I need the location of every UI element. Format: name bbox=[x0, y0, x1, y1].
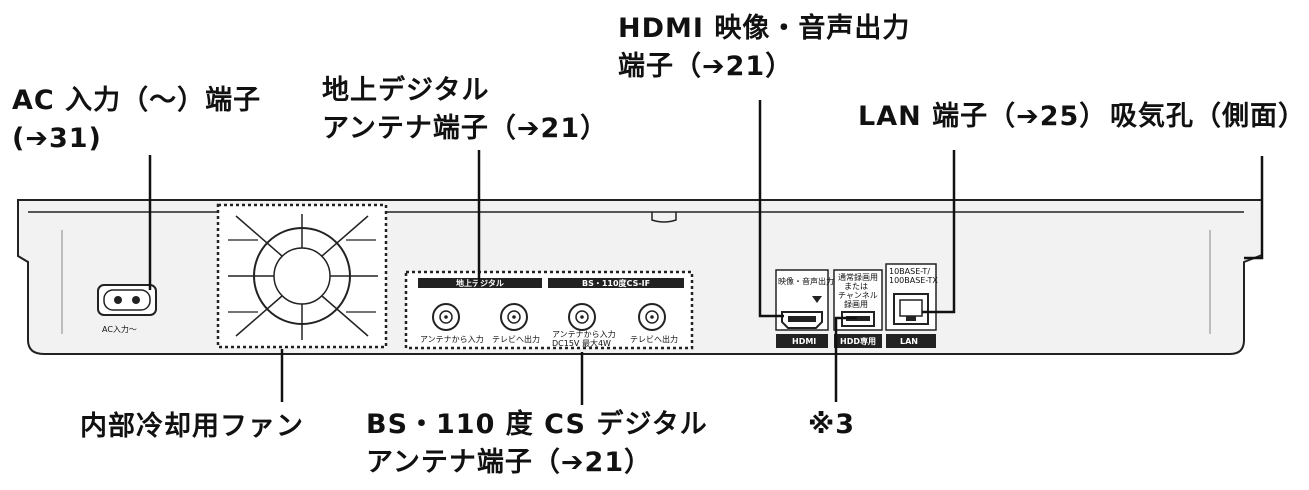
callout-note-3: ※3 bbox=[808, 409, 856, 440]
usb-top-label-3: チャンネル bbox=[838, 291, 878, 300]
top-notch bbox=[651, 212, 677, 223]
ac-inlet: AC入力〜 bbox=[97, 284, 157, 334]
leader-lines bbox=[148, 100, 1264, 405]
callout-terrestrial-antenna: 地上デジタル アンテナ端子（➔21） bbox=[322, 75, 609, 144]
antenna-in-dc-label-1: アンテナから入力 bbox=[552, 329, 616, 339]
callout-vent: 吸気孔（側面） bbox=[1110, 101, 1306, 132]
terrestrial-tv-out-jack bbox=[500, 303, 528, 331]
usb-top-label-4: 録画用 bbox=[844, 299, 868, 309]
usb-top-label-1: 通常録画用 bbox=[838, 272, 878, 282]
digital-io-block: 映像・音声出力 HDMI 通常録画用 または チャンネル 録画用 HDD専用 1… bbox=[775, 263, 938, 348]
bs-cs-tv-out-jack bbox=[638, 303, 666, 331]
callout-hdmi-output: HDMI 映像・音声出力 端子（➔21） bbox=[618, 13, 911, 82]
leader-note3 bbox=[834, 316, 857, 402]
antenna-in-label: アンテナから入力 bbox=[420, 334, 484, 344]
usb-top-label-2: または bbox=[844, 282, 868, 291]
terrestrial-antenna-in-jack bbox=[432, 303, 460, 331]
lan-top-label-2: 100BASE-TX bbox=[889, 276, 938, 285]
bs-cs-antenna-in-jack bbox=[568, 303, 596, 331]
lan-bottom-label: LAN bbox=[900, 337, 918, 346]
cooling-fan-grille bbox=[216, 203, 388, 349]
antenna-terminal-block: 地上デジタル BS・110度CS-IF アンテナから入力 テレビへ出力 アンテナ… bbox=[404, 270, 694, 350]
callout-cooling-fan: 内部冷却用ファン bbox=[80, 411, 304, 442]
usb-bottom-label: HDD専用 bbox=[840, 336, 876, 346]
lan-top-label-1: 10BASE-T/ bbox=[889, 267, 930, 276]
antenna-in-dc-label-2: DC15V 最大4W bbox=[552, 338, 611, 348]
leader-vent bbox=[1244, 156, 1264, 260]
callout-ac-input: AC 入力（～）端子 (➔31) bbox=[12, 85, 262, 154]
tv-out-label: テレビへ出力 bbox=[492, 334, 540, 344]
hdmi-bottom-label: HDMI bbox=[792, 337, 816, 346]
callout-lan: LAN 端子（➔25） bbox=[858, 101, 1108, 132]
leader-hdmi bbox=[758, 100, 784, 318]
ac-inlet-label: AC入力〜 bbox=[102, 324, 137, 334]
callout-bs-cs-antenna: BS・110 度 CS デジタル アンテナ端子（➔21） bbox=[366, 409, 708, 478]
tv-out-label-2: テレビへ出力 bbox=[630, 334, 678, 344]
hdmi-arrow-icon bbox=[812, 296, 822, 303]
bs-cs-header-label: BS・110度CS-IF bbox=[582, 278, 650, 288]
hdmi-top-label: 映像・音声出力 bbox=[778, 276, 834, 286]
leader-lan bbox=[922, 150, 956, 314]
